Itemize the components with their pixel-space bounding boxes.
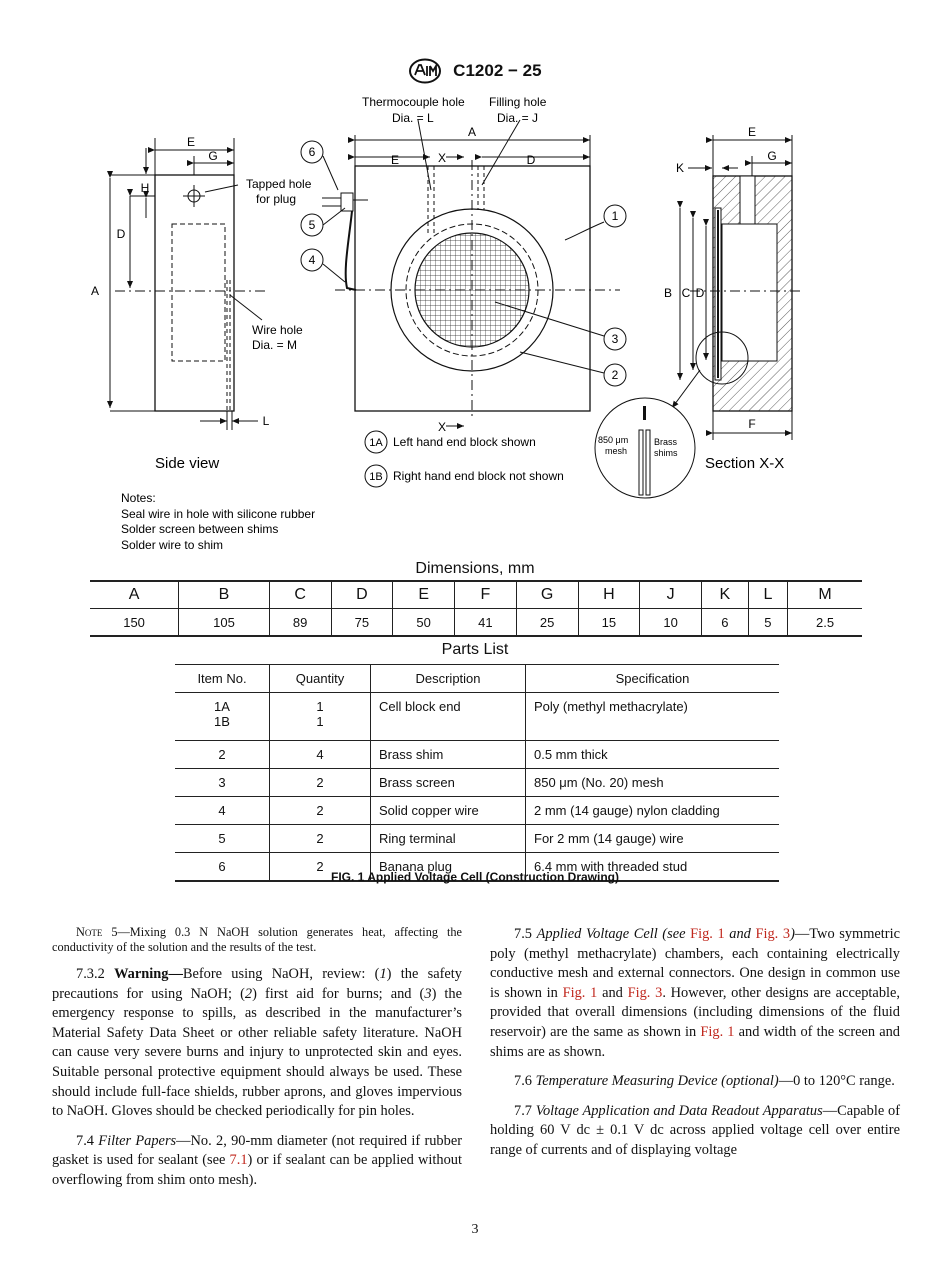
- left-column: Note 5—Mixing 0.3 N NaOH solution genera…: [52, 925, 462, 1201]
- svg-text:D: D: [696, 286, 705, 300]
- svg-text:B: B: [664, 286, 672, 300]
- svg-text:Side view: Side view: [155, 455, 219, 472]
- svg-text:Seal wire in hole with silicon: Seal wire in hole with silicone rubber: [121, 507, 315, 521]
- svg-text:Wire hole: Wire hole: [252, 323, 303, 337]
- section-7-6: 7.6 Temperature Measuring Device (option…: [514, 1073, 895, 1090]
- svg-text:3: 3: [612, 332, 619, 346]
- link-fig-1[interactable]: Fig. 1: [700, 1023, 735, 1040]
- svg-text:D: D: [527, 153, 536, 167]
- svg-text:1: 1: [612, 209, 619, 223]
- svg-text:X: X: [438, 151, 446, 165]
- link-fig-1[interactable]: Fig. 1: [562, 984, 598, 1001]
- svg-text:D: D: [117, 227, 126, 241]
- svg-text:F: F: [748, 417, 755, 431]
- svg-text:K: K: [676, 161, 684, 175]
- svg-text:H: H: [141, 181, 150, 195]
- page-number: 3: [471, 1222, 479, 1237]
- section-7-3-2: 7.3.2 Warning—Before using NaOH, review:…: [52, 966, 462, 1120]
- svg-text:1A: 1A: [369, 437, 383, 449]
- link-fig-3[interactable]: Fig. 3: [755, 926, 791, 942]
- astm-logo-icon: [409, 58, 442, 84]
- link-fig-1[interactable]: Fig. 1: [690, 926, 725, 942]
- svg-text:mesh: mesh: [605, 446, 627, 456]
- svg-text:A: A: [468, 125, 476, 139]
- parts-list-title: Parts List: [441, 641, 509, 658]
- svg-text:L: L: [263, 414, 270, 428]
- svg-text:Solder wire to shim: Solder wire to shim: [121, 538, 223, 552]
- construction-drawing: E G H D A L Tapped hole for plug Wire ho…: [91, 95, 800, 552]
- svg-text:Left hand end block shown: Left hand end block shown: [393, 435, 536, 449]
- svg-text:shims: shims: [654, 448, 678, 458]
- svg-text:A: A: [91, 284, 99, 298]
- drawing-notes: Notes: Seal wire in hole with silicone r…: [121, 491, 315, 552]
- svg-text:X: X: [438, 420, 446, 434]
- svg-text:E: E: [391, 153, 399, 167]
- link-7-1[interactable]: 7.1: [229, 1152, 248, 1169]
- svg-text:Right hand end block not shown: Right hand end block not shown: [393, 469, 564, 483]
- link-fig-3[interactable]: Fig. 3: [627, 984, 663, 1001]
- svg-text:Tapped hole: Tapped hole: [246, 177, 312, 191]
- side-view: E G H D A L Tapped hole for plug Wire ho…: [91, 135, 312, 472]
- svg-text:5: 5: [309, 218, 316, 232]
- note-5: Note 5—Mixing 0.3 N NaOH solution genera…: [52, 925, 462, 954]
- right-column: 7.5 Applied Voltage Cell (see Fig. 1 and…: [490, 925, 900, 1171]
- svg-text:G: G: [208, 149, 217, 163]
- figure-caption: FIG. 1 Applied Voltage Cell (Constructio…: [330, 870, 619, 884]
- svg-text:Notes:: Notes:: [121, 491, 156, 505]
- svg-text:Brass: Brass: [654, 437, 678, 447]
- svg-text:2: 2: [612, 368, 619, 382]
- svg-text:Dia. = L: Dia. = L: [392, 111, 434, 125]
- svg-text:Dia. = M: Dia. = M: [252, 338, 297, 352]
- table-row: Item No. Quantity Description Specificat…: [175, 664, 779, 693]
- section-7-5: 7.5 Applied Voltage Cell (see Fig. 1 and…: [490, 926, 900, 1060]
- svg-text:4: 4: [309, 253, 316, 267]
- svg-text:E: E: [187, 135, 195, 149]
- parts-list-table: Item No. Quantity Description Specificat…: [175, 664, 779, 882]
- svg-text:G: G: [767, 149, 776, 163]
- section-7-7: 7.7 Voltage Application and Data Readout…: [490, 1102, 900, 1158]
- section-7-4: 7.4 Filter Papers—No. 2, 90-mm diameter …: [52, 1132, 462, 1188]
- svg-text:Filling hole: Filling hole: [489, 95, 547, 109]
- svg-text:for plug: for plug: [256, 192, 296, 206]
- svg-text:6: 6: [309, 145, 316, 159]
- svg-text:850 μm: 850 μm: [598, 435, 628, 445]
- svg-text:Solder screen between shims: Solder screen between shims: [121, 522, 278, 536]
- svg-text:C: C: [682, 286, 691, 300]
- svg-text:Thermocouple hole: Thermocouple hole: [362, 95, 465, 109]
- dimensions-title: Dimensions, mm: [415, 560, 535, 577]
- svg-text:1B: 1B: [369, 471, 382, 483]
- svg-text:Section X-X: Section X-X: [705, 455, 784, 472]
- page-header: C1202 − 25: [0, 58, 950, 84]
- standard-number: C1202 − 25: [453, 61, 542, 80]
- svg-text:Dia. = J: Dia. = J: [497, 111, 538, 125]
- svg-text:E: E: [748, 125, 756, 139]
- section-view: E G K B C D F Section X-X 850 μm mesh Br…: [594, 125, 800, 499]
- front-view: Thermocouple hole Dia. = L Filling hole …: [300, 95, 627, 488]
